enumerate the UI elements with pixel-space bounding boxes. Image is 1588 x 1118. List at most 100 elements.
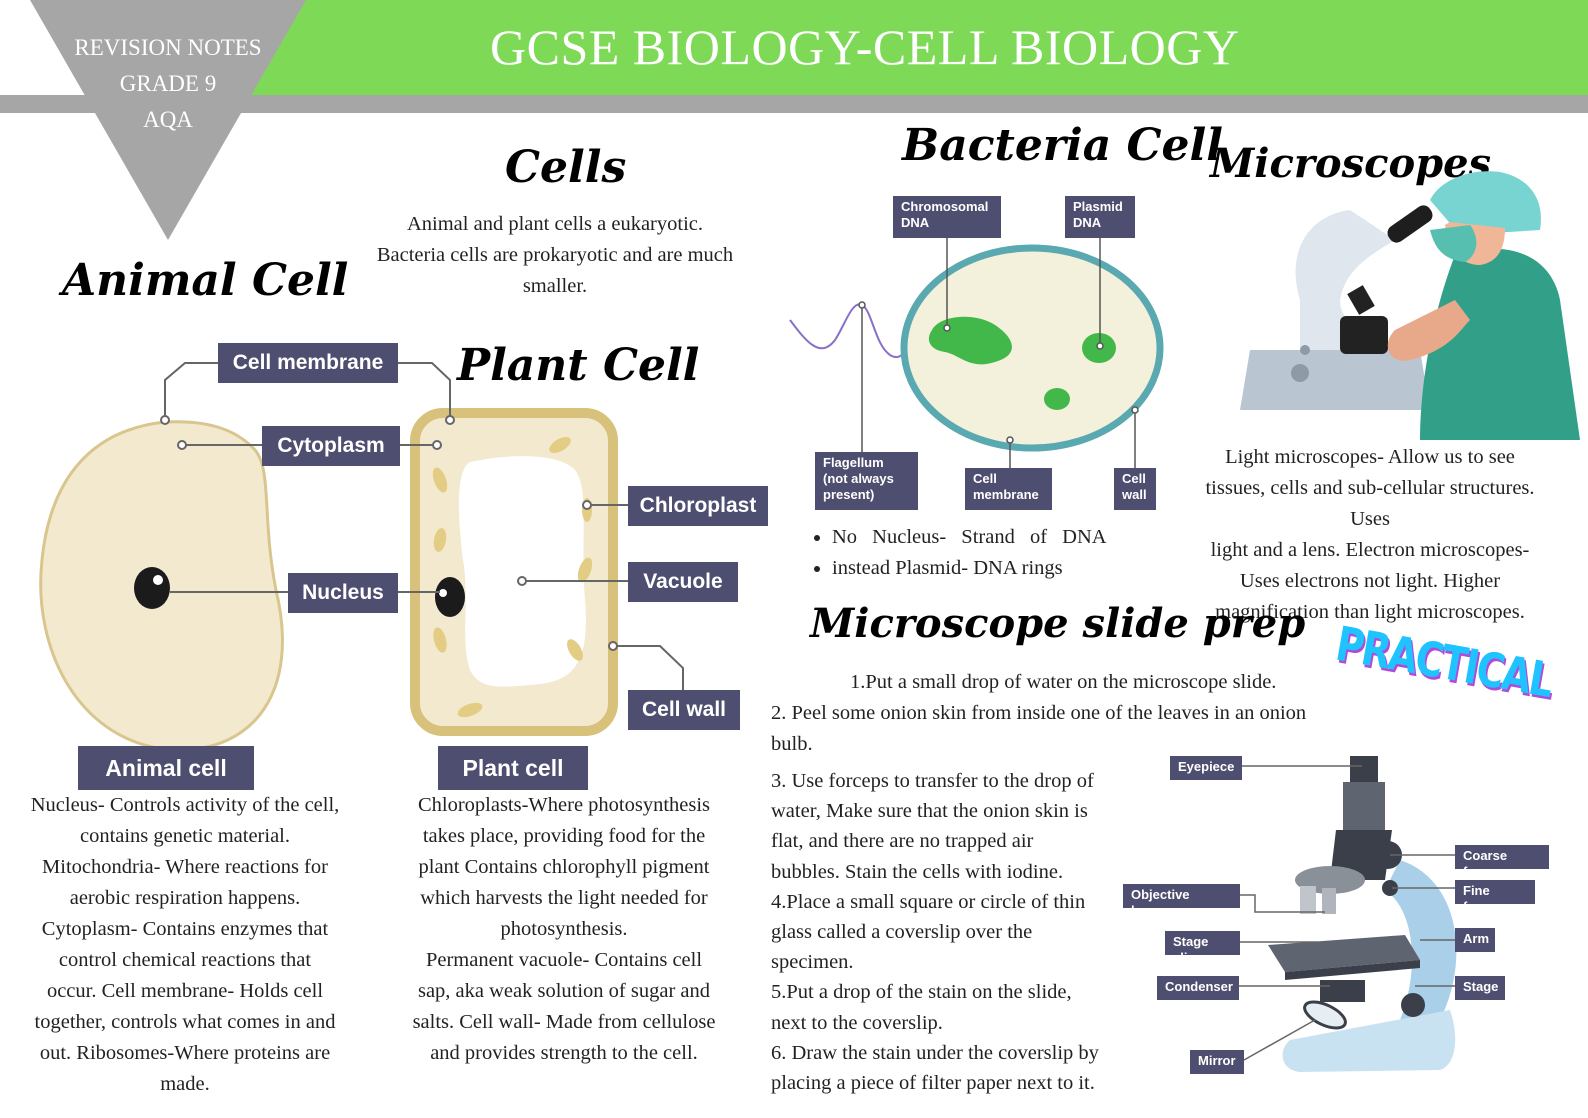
- text-line: which harvests the light needed for: [420, 887, 708, 909]
- label-line: Chromosomal: [901, 199, 989, 214]
- bacteria-heading: Bacteria Cell: [902, 120, 1223, 171]
- text-line: out. Ribosomes-Where proteins are: [39, 1042, 331, 1064]
- plant-cell-heading: Plant Cell: [457, 340, 700, 391]
- label-mirror: Mirror: [1190, 1050, 1244, 1074]
- label-arm: Arm: [1455, 928, 1495, 952]
- text-line: contains genetic material.: [79, 825, 291, 847]
- label-bacteria-membrane: Cell membrane: [965, 468, 1052, 510]
- badge-line: AQA: [143, 107, 193, 132]
- text-line: placing a piece of filter paper next to …: [771, 1072, 1095, 1095]
- text-line: salts. Cell wall- Made from cellulose: [412, 1011, 716, 1033]
- label-cell-wall: Cell wall: [628, 690, 740, 730]
- text-line: glass called a coverslip over the: [771, 921, 1033, 944]
- label-chromosomal-dna: Chromosomal DNA: [893, 196, 1001, 238]
- bullet-item: instead Plasmid- DNA rings: [832, 553, 1150, 584]
- plant-cell-text: Chloroplasts-Where photosynthesis takes …: [394, 790, 734, 1069]
- header-grey-band: [0, 95, 1588, 113]
- badge-triangle: [30, 0, 306, 240]
- plant-vacuole: [458, 456, 586, 687]
- header-green-band: [250, 0, 1588, 95]
- text-line: 3. Use forceps to transfer to the drop o…: [771, 770, 1094, 792]
- badge-line: REVISION NOTES: [74, 35, 262, 60]
- label-nucleus: Nucleus: [288, 573, 398, 613]
- text-line: aerobic respiration happens.: [69, 887, 301, 909]
- text-line: Animal and plant cells a eukaryotic.: [406, 213, 703, 235]
- label-line: wall: [1122, 487, 1147, 502]
- text-line: sap, aka weak solution of sugar and: [417, 980, 711, 1002]
- animal-cell-heading: Animal Cell: [62, 255, 349, 306]
- animal-cell-text: Nucleus- Controls activity of the cell, …: [10, 790, 360, 1100]
- bacteria-cell-body: [900, 244, 1164, 452]
- plant-cell-caption: Plant cell: [438, 746, 588, 790]
- label-line: membrane: [973, 487, 1039, 502]
- label-cytoplasm: Cytoplasm: [262, 426, 400, 466]
- label-line: Cell: [1122, 471, 1146, 486]
- slide-step-2: 2. Peel some onion skin from inside one …: [771, 698, 1371, 760]
- text-line: plant Contains chlorophyll pigment: [418, 856, 710, 878]
- label-vacuole: Vacuole: [628, 562, 738, 602]
- text-line: 2. Peel some onion skin from inside one …: [771, 702, 1307, 724]
- text-line: Uses: [1350, 508, 1390, 530]
- text-line: bubbles. Stain the cells with iodine.: [771, 860, 1064, 883]
- badge-line: GRADE 9: [119, 71, 217, 96]
- slide-step-1: 1.Put a small drop of water on the micro…: [850, 671, 1277, 693]
- bullet-item: No Nucleus- Strand of DNA: [832, 522, 1150, 553]
- text-line: occur. Cell membrane- Holds cell: [46, 980, 324, 1002]
- label-line: Flagellum: [823, 455, 884, 470]
- label-bacteria-wall: Cell wall: [1114, 468, 1156, 510]
- text-line: Bacteria cells are prokaryotic and are m…: [376, 244, 734, 266]
- text-line: flat, and there are no trapped air: [771, 830, 1034, 853]
- text-line: together, controls what comes in and: [34, 1011, 336, 1033]
- label-line: Cell: [973, 471, 997, 486]
- cells-text: Animal and plant cells a eukaryotic. Bac…: [350, 209, 760, 302]
- text-line: specimen.: [771, 951, 854, 974]
- text-line: Mitochondria- Where reactions for: [42, 856, 328, 878]
- badge-text: REVISION NOTES GRADE 9 AQA: [55, 30, 281, 138]
- label-stage: Stage: [1455, 976, 1505, 1000]
- text-line: bulb.: [771, 733, 813, 755]
- label-line: DNA: [901, 215, 930, 230]
- label-coarse-focus: Coarse focus: [1455, 845, 1549, 879]
- microscopes-text: Light microscopes- Allow us to see tissu…: [1182, 442, 1558, 628]
- text-line: Chloroplasts-Where photosynthesis: [417, 794, 711, 816]
- label-fine-focus: Fine focus: [1455, 880, 1535, 914]
- text-line: 6. Draw the stain under the coverslip by: [771, 1041, 1099, 1064]
- label-line: (not always: [823, 471, 894, 486]
- text-line: photosynthesis.: [500, 918, 628, 940]
- text-line: next to the coverslip.: [771, 1011, 943, 1034]
- text-line: made.: [160, 1073, 210, 1095]
- plasmid-shape: [1044, 388, 1070, 410]
- text-line: Cytoplasm- Contains enzymes that: [41, 918, 329, 940]
- text-line: 4.Place a small square or circle of thin: [771, 890, 1086, 913]
- label-line: Plasmid: [1073, 199, 1123, 214]
- text-line: water, Make sure that the onion skin is: [771, 800, 1088, 823]
- text-line: light and a lens. Electron microscopes-: [1210, 539, 1530, 561]
- label-condenser: Condenser: [1157, 976, 1239, 1000]
- text-line: Nucleus- Controls activity of the cell,: [30, 794, 340, 816]
- label-cell-membrane: Cell membrane: [218, 343, 398, 383]
- slide-steps: 3. Use forceps to transfer to the drop o…: [771, 766, 1141, 1098]
- text-line: 5.Put a drop of the stain on the slide,: [771, 981, 1072, 1004]
- text-line: smaller.: [522, 275, 588, 297]
- text-line: and provides strength to the cell.: [430, 1042, 698, 1064]
- label-flagellum: Flagellum (not always present): [815, 452, 918, 510]
- text-line: takes place, providing food for the: [422, 825, 706, 847]
- label-line: DNA: [1073, 215, 1102, 230]
- text-line: Light microscopes- Allow us to see: [1225, 446, 1515, 468]
- bacteria-bullets: No Nucleus- Strand of DNA instead Plasmi…: [810, 522, 1150, 584]
- cells-heading: Cells: [505, 142, 627, 193]
- label-line: present): [823, 487, 875, 502]
- text-line: Uses electrons not light. Higher: [1239, 570, 1501, 592]
- label-plasmid-dna: Plasmid DNA: [1065, 196, 1135, 238]
- label-chloroplast: Chloroplast: [628, 486, 768, 526]
- plant-nucleus: [435, 577, 465, 617]
- animal-cell-caption: Animal cell: [78, 746, 254, 790]
- text-line: Permanent vacuole- Contains cell: [425, 949, 703, 971]
- text-line: control chemical reactions that: [58, 949, 312, 971]
- text-line: tissues, cells and sub-cellular structur…: [1205, 477, 1535, 499]
- text-line: magnification than light microscopes.: [1215, 601, 1525, 623]
